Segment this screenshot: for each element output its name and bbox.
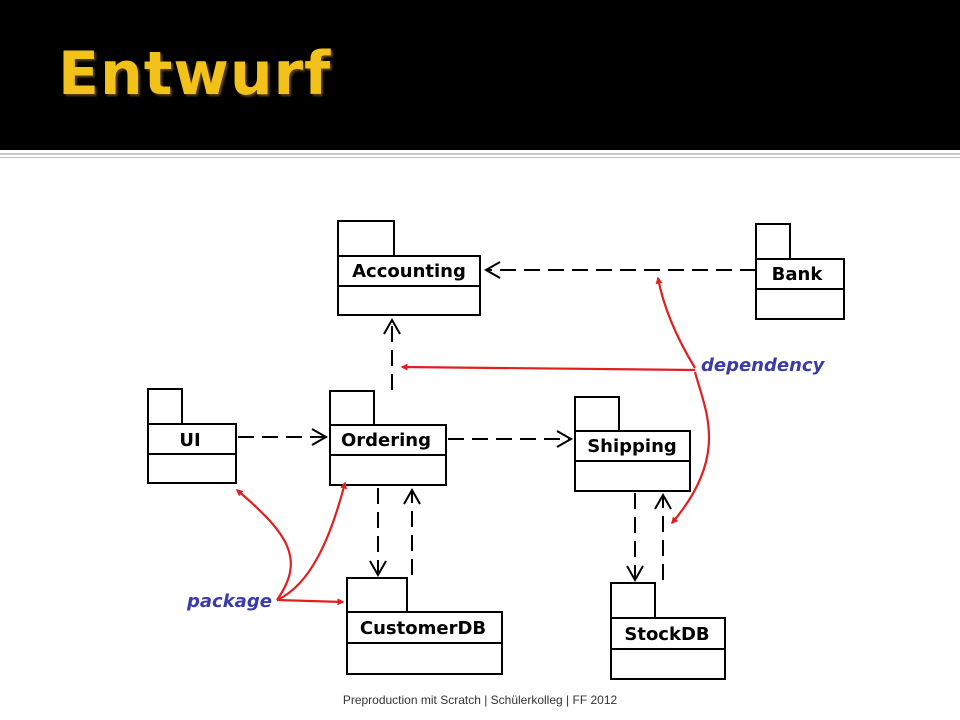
annotation-arrow-package-ui (235, 489, 292, 601)
annotation-arrow-package-customerdb (276, 598, 345, 606)
package-label-ordering: Ordering (341, 430, 431, 451)
package-accounting: Accounting (337, 220, 481, 316)
title-divider-thin (0, 157, 960, 158)
package-label-bank: Bank (772, 264, 824, 285)
annotation-dependency: dependency (701, 355, 826, 376)
package-ui: UI (147, 388, 237, 484)
package-label-accounting: Accounting (352, 261, 466, 282)
annotation-arrow-dependency-ordering (400, 363, 696, 372)
dependency-ui-ordering (238, 428, 329, 446)
annotation-arrow-dependency-stockdb (671, 371, 711, 525)
dependency-shipping-stockdb (626, 493, 644, 583)
package-label-customerdb: CustomerDB (360, 618, 486, 639)
package-label-ui: UI (179, 430, 200, 451)
dependency-bank-accounting (483, 261, 756, 279)
package-stockdb: StockDB (610, 582, 726, 680)
annotation-package: package (186, 591, 272, 612)
dependency-ordering-accounting (383, 317, 401, 390)
dependency-ordering-customerdb (369, 488, 387, 578)
dependency-stockdb-shipping (654, 492, 672, 580)
package-label-shipping: Shipping (587, 436, 677, 457)
annotation-arrow-dependency-bank (655, 276, 696, 369)
title-bar (0, 0, 960, 150)
package-customerdb: CustomerDB (346, 577, 503, 675)
slide-footer: Preproduction mit Scratch | Schülerkolle… (342, 693, 618, 707)
package-label-stockdb: StockDB (624, 624, 709, 645)
dependency-customerdb-ordering (403, 487, 421, 575)
slide-title: Entwurf (58, 39, 332, 109)
package-shipping: Shipping (574, 396, 691, 492)
title-divider (0, 153, 960, 155)
dependency-ordering-shipping (448, 430, 574, 448)
annotation-arrow-package-ordering (276, 481, 347, 602)
package-ordering: Ordering (329, 390, 447, 486)
package-bank: Bank (755, 223, 845, 320)
